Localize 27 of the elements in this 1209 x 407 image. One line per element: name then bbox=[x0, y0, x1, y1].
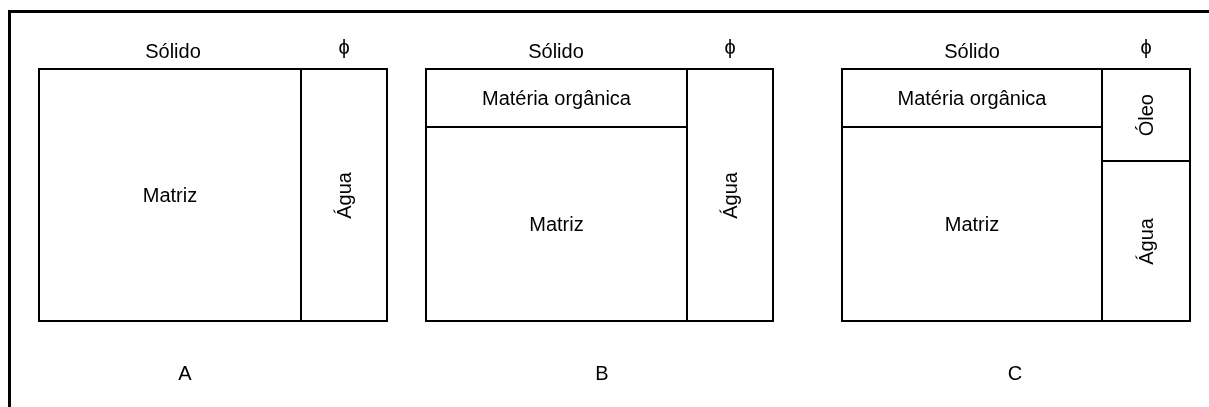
block-label: Matéria orgânica bbox=[482, 86, 631, 110]
phase-heading: Sólido bbox=[145, 40, 201, 63]
block-label: Matriz bbox=[944, 212, 1000, 236]
water-block bbox=[686, 68, 774, 322]
organic-matter-block bbox=[841, 68, 1103, 128]
block-label: Matriz bbox=[142, 183, 198, 207]
block-label: Óleo bbox=[1134, 93, 1158, 137]
organic-matter-block bbox=[425, 68, 688, 128]
water-block bbox=[300, 68, 388, 322]
phase-heading: Sólido bbox=[944, 40, 1000, 63]
oil-block bbox=[1101, 68, 1191, 162]
matrix-block bbox=[425, 126, 688, 322]
water-block bbox=[1101, 160, 1191, 322]
matrix-block bbox=[38, 68, 302, 322]
panel-letter: B bbox=[595, 362, 609, 385]
panel-letter: C bbox=[1007, 362, 1023, 385]
block-label: Matriz bbox=[529, 212, 584, 236]
porosity-symbol: ϕ bbox=[724, 36, 736, 59]
block-label: Água bbox=[718, 171, 742, 219]
block-label: Água bbox=[332, 171, 356, 219]
block-label: Água bbox=[1134, 217, 1158, 265]
porosity-symbol: ϕ bbox=[338, 36, 350, 59]
phase-heading: Sólido bbox=[528, 40, 584, 63]
panel-letter: A bbox=[178, 362, 192, 385]
matrix-block bbox=[841, 126, 1103, 322]
porosity-symbol: ϕ bbox=[1140, 36, 1152, 59]
block-label: Matéria orgânica bbox=[897, 86, 1047, 110]
